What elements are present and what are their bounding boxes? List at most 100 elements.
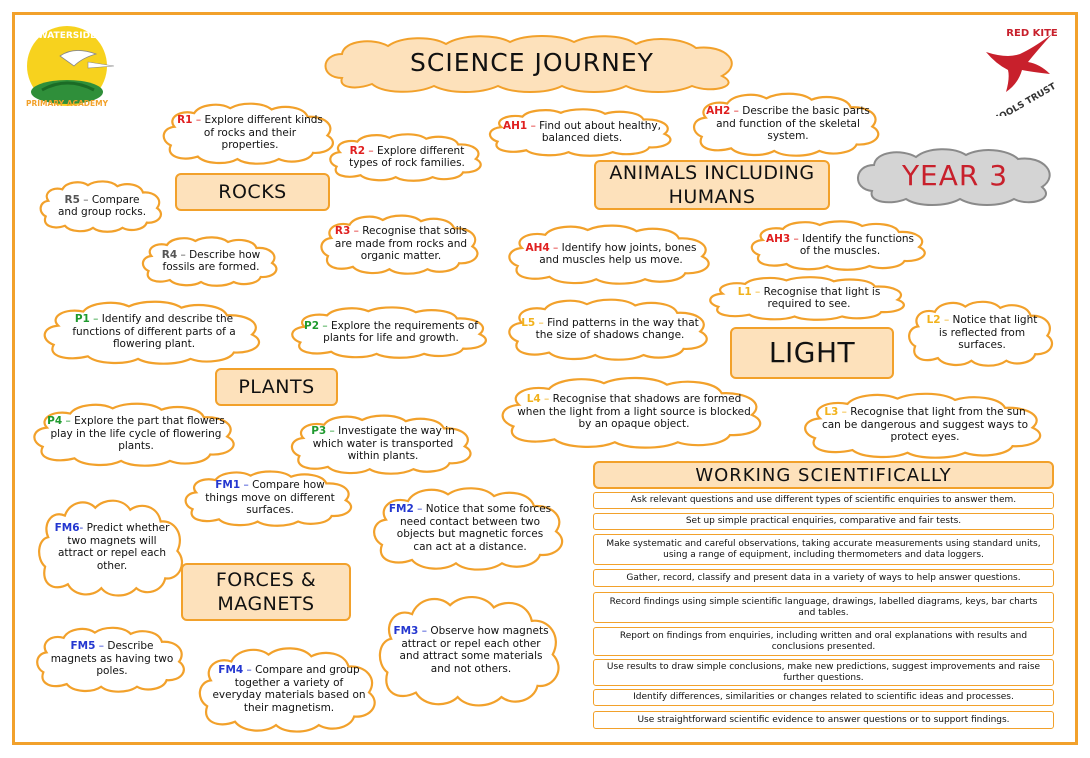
- cloud-outline: [706, 276, 912, 320]
- objective-description: Investigate the way in which water is tr…: [312, 425, 455, 463]
- ws-item: Use results to draw simple conclusions, …: [593, 659, 1054, 686]
- objective-r3: R3 – Recognise that soils are made from …: [318, 214, 484, 274]
- objective-description: Explore the part that flowers play in th…: [50, 415, 225, 453]
- objective-code: L3: [824, 406, 839, 419]
- objective-text: FM3 – Observe how magnets attract or rep…: [376, 594, 566, 706]
- objective-separator: –: [62, 415, 75, 428]
- objective-separator: –: [527, 119, 540, 132]
- objective-description: Describe how fossils are formed.: [162, 248, 261, 274]
- cloud-outline: [34, 626, 190, 692]
- objective-ah4: AH4 – Identify how joints, bones and mus…: [505, 224, 717, 284]
- objective-p2: P2 – Explore the requirements of plants …: [288, 306, 494, 358]
- objective-separator: -: [79, 522, 87, 534]
- objective-text: AH4 – Identify how joints, bones and mus…: [505, 224, 717, 284]
- objective-code: L1: [737, 285, 752, 298]
- cloud-outline: [748, 220, 932, 270]
- objective-code: FM6: [54, 522, 80, 534]
- objective-code: AH1: [503, 119, 528, 132]
- objective-text: R2 – Explore different types of rock fam…: [327, 133, 487, 181]
- cloud-outline: [690, 92, 886, 156]
- objective-separator: –: [730, 105, 743, 118]
- cloud-outline: [288, 306, 494, 358]
- objective-code: L4: [526, 393, 541, 406]
- objective-p1: P1 – Identify and describe the functions…: [40, 300, 268, 364]
- objective-description: Compare and group rocks.: [57, 193, 147, 219]
- objective-ah1: AH1 – Find out about healthy, balanced d…: [486, 108, 678, 156]
- objective-text: L4 – Recognise that shadows are formed w…: [497, 376, 771, 448]
- objective-text: FM1 – Compare how things move on differe…: [182, 470, 358, 526]
- objective-code: FM2: [388, 503, 414, 515]
- objective-fm6: FM6- Predict whether two magnets will at…: [36, 498, 188, 596]
- cloud-outline: [800, 392, 1050, 458]
- page-frame: [12, 12, 1078, 745]
- objective-separator: –: [192, 114, 205, 127]
- cloud-outline: [36, 498, 188, 596]
- objective-separator: –: [940, 314, 953, 327]
- objective-code: P3: [311, 425, 327, 438]
- objective-code: R1: [177, 114, 193, 127]
- objective-separator: –: [89, 313, 102, 326]
- objective-description: Recognise that soils are made from rocks…: [334, 225, 468, 263]
- objective-text: FM2 – Notice that some forces need conta…: [370, 486, 570, 570]
- objective-description: Recognise that shadows are formed when t…: [517, 393, 751, 431]
- objective-r4: R4 – Describe how fossils are formed.: [140, 236, 282, 286]
- objective-code: P1: [74, 313, 90, 326]
- topic-rocks: ROCKS: [175, 173, 330, 211]
- topic-light: LIGHT: [730, 327, 894, 379]
- objective-text: P3 – Investigate the way in which water …: [288, 414, 478, 474]
- objective-description: Identify how joints, bones and muscles h…: [539, 241, 697, 267]
- objective-separator: –: [790, 232, 803, 245]
- objective-description: Compare how things move on different sur…: [205, 479, 335, 517]
- cloud-outline: [38, 180, 166, 232]
- svg-text:PRIMARY ACADEMY: PRIMARY ACADEMY: [26, 99, 109, 108]
- ws-item: Ask relevant questions and use different…: [593, 492, 1054, 509]
- objective-description: Identify and describe the functions of d…: [72, 313, 236, 351]
- objective-text: L5 – Find patterns in the way that the s…: [505, 298, 715, 360]
- objective-separator: –: [751, 285, 764, 298]
- objective-l1: L1 – Recognise that light is required to…: [706, 276, 912, 320]
- objective-description: Explore the requirements of plants for l…: [323, 319, 478, 345]
- objective-text: R5 – Compare and group rocks.: [38, 180, 166, 232]
- objective-description: Describe the basic parts and function of…: [716, 105, 870, 143]
- objective-fm1: FM1 – Compare how things move on differe…: [182, 470, 358, 526]
- objective-text: AH1 – Find out about healthy, balanced d…: [486, 108, 678, 156]
- topic-forces-magnets: FORCES & MAGNETS: [181, 563, 351, 621]
- objective-text: L3 – Recognise that light from the sun c…: [800, 392, 1050, 458]
- objective-description: Notice that some forces need contact bet…: [396, 503, 552, 553]
- objective-description: Identify the functions of the muscles.: [799, 232, 915, 258]
- objective-code: P4: [47, 415, 63, 428]
- ws-item: Report on findings from enquiries, inclu…: [593, 627, 1054, 656]
- cloud-outline: [486, 108, 678, 156]
- objective-text: FM6- Predict whether two magnets will at…: [36, 498, 188, 596]
- objective-code: AH2: [706, 105, 731, 118]
- objective-separator: –: [365, 144, 377, 157]
- objective-code: R3: [334, 225, 351, 238]
- objective-description: Describe magnets as having two poles.: [50, 640, 174, 678]
- red-kite-trust-logo: RED KITE SCHOOLS TRUST: [966, 22, 1060, 133]
- objective-fm5: FM5 – Describe magnets as having two pol…: [34, 626, 190, 692]
- objective-ah3: AH3 – Identify the functions of the musc…: [748, 220, 932, 270]
- cloud-outline: [497, 376, 771, 448]
- objective-separator: –: [319, 319, 331, 332]
- working-scientifically-title: WORKING SCIENTIFICALLY: [593, 461, 1054, 489]
- objective-code: FM4: [218, 664, 244, 676]
- cloud-outline: [140, 236, 282, 286]
- objective-separator: –: [350, 225, 363, 238]
- ws-item: Gather, record, classify and present dat…: [593, 569, 1054, 587]
- topic-animals-including-humans: ANIMALS INCLUDING HUMANS: [594, 160, 830, 210]
- year-label: YEAR 3: [901, 158, 1009, 192]
- objective-text: AH3 – Identify the functions of the musc…: [748, 220, 932, 270]
- objective-separator: –: [838, 406, 851, 419]
- objective-description: Notice that light is reflected from surf…: [938, 314, 1038, 352]
- objective-separator: –: [240, 479, 253, 492]
- cloud-outline: [505, 224, 717, 284]
- cloud-outline: [505, 298, 715, 360]
- objective-description: Recognise that light is required to see.: [763, 285, 881, 311]
- objective-code: FM1: [215, 479, 241, 492]
- cloud-outline: [370, 486, 570, 570]
- ws-item: Set up simple practical enquiries, compa…: [593, 513, 1054, 530]
- objective-r2: R2 – Explore different types of rock fam…: [327, 133, 487, 181]
- ws-item: Record findings using simple scientific …: [593, 592, 1054, 623]
- cloud-outline: [906, 300, 1058, 366]
- objective-text: R4 – Describe how fossils are formed.: [140, 236, 282, 286]
